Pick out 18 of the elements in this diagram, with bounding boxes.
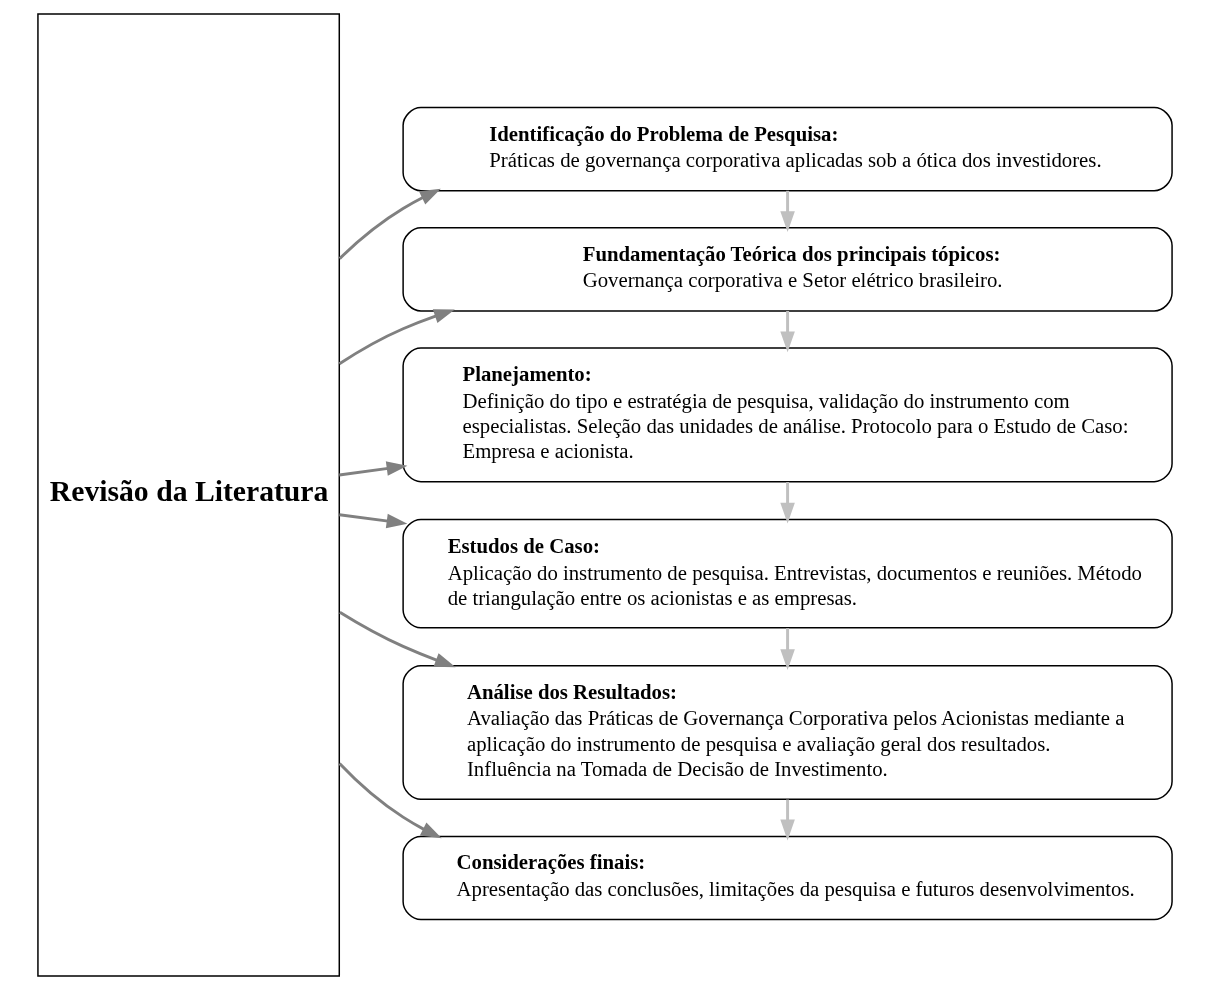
node-box: Considerações finais: Apresentação das conclusões, limitações da pesquisa e futuros desenvolvimentos.	[401, 835, 1173, 921]
node-box: Fundamentação Teórica dos principais tópicos: Governança corporativa e Setor elétrico brasileiro.	[401, 227, 1173, 312]
node-box: Identificação do Problema de Pesquisa: Práticas de governança corporativa aplicadas sob a ótica dos investidores.	[401, 106, 1173, 192]
arrow	[338, 188, 441, 260]
arrow	[779, 799, 795, 841]
node-box: Análise dos Resultados: Avaliação das Práticas de Governança Corporativa pelos Acionistas mediante a aplicação do instrumento de pesquisa e avaliação geral dos resultados. Influência na Tomada de Decisão de Investimento.	[401, 664, 1173, 801]
node-box: Planejamento: Definição do tipo e estratégia de pesquisa, validação do instrumento com especialistas. Seleção das unidades de análise. Protocolo para o Estudo de Caso: Empresa e acionista.	[401, 347, 1173, 483]
node-box: Revisão da Literatura	[36, 13, 340, 977]
arrow	[338, 309, 455, 365]
arrow	[779, 628, 795, 670]
arrow	[338, 611, 456, 668]
arrow	[338, 762, 442, 839]
arrow	[338, 461, 407, 477]
arrow	[338, 513, 407, 529]
arrow	[779, 311, 795, 353]
arrow	[779, 482, 795, 524]
arrow	[779, 190, 795, 233]
node-box: Estudos de Caso: Aplicação do instrumento de pesquisa. Entrevistas, documentos e reuniões. Método de triangulação entre os acionistas e as empresas.	[401, 518, 1173, 629]
